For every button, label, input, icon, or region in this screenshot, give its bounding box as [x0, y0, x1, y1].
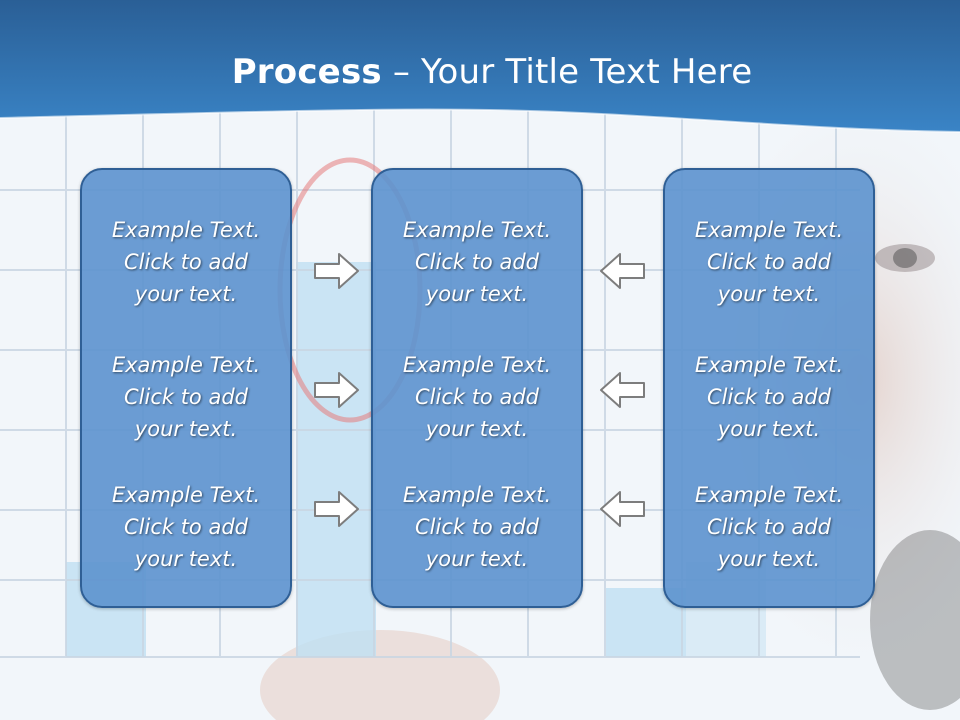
text-line: your text. — [717, 547, 821, 571]
process-box-right[interactable]: Example Text. Click to add your text. Ex… — [663, 168, 875, 608]
text-line: Click to add — [414, 385, 539, 409]
arrow-left-icon[interactable] — [598, 370, 646, 410]
text-block[interactable]: Example Text. Click to add your text. — [82, 349, 290, 445]
text-block[interactable]: Example Text. Click to add your text. — [665, 214, 873, 310]
text-line: your text. — [425, 282, 529, 306]
text-block[interactable]: Example Text. Click to add your text. — [82, 479, 290, 575]
text-line: Example Text. — [111, 218, 261, 242]
text-line: Example Text. — [694, 353, 844, 377]
text-line: Click to add — [414, 515, 539, 539]
text-line: your text. — [425, 547, 529, 571]
text-line: Click to add — [706, 250, 831, 274]
text-line: Example Text. — [111, 353, 261, 377]
text-line: your text. — [425, 417, 529, 441]
text-line: Example Text. — [694, 218, 844, 242]
text-line: Example Text. — [694, 483, 844, 507]
text-block[interactable]: Example Text. Click to add your text. — [665, 349, 873, 445]
text-line: Click to add — [706, 515, 831, 539]
text-block[interactable]: Example Text. Click to add your text. — [373, 214, 581, 310]
process-box-left[interactable]: Example Text. Click to add your text. Ex… — [80, 168, 292, 608]
title-rest: – Your Title Text Here — [381, 52, 753, 92]
text-line: your text. — [134, 282, 238, 306]
text-line: your text. — [717, 417, 821, 441]
text-line: Example Text. — [402, 483, 552, 507]
arrow-left-icon[interactable] — [598, 489, 646, 529]
text-line: Click to add — [706, 385, 831, 409]
title-bold: Process — [231, 52, 382, 92]
text-line: your text. — [717, 282, 821, 306]
text-line: Click to add — [414, 250, 539, 274]
text-line: your text. — [134, 547, 238, 571]
text-block[interactable]: Example Text. Click to add your text. — [373, 479, 581, 575]
text-line: Click to add — [123, 250, 248, 274]
text-line: Example Text. — [402, 353, 552, 377]
text-line: Click to add — [123, 515, 248, 539]
text-line: Click to add — [123, 385, 248, 409]
text-line: Example Text. — [111, 483, 261, 507]
arrow-right-icon[interactable] — [313, 251, 361, 291]
process-box-center[interactable]: Example Text. Click to add your text. Ex… — [371, 168, 583, 608]
arrow-left-icon[interactable] — [598, 251, 646, 291]
arrow-right-icon[interactable] — [313, 370, 361, 410]
slide-title[interactable]: Process – Your Title Text Here — [0, 52, 960, 92]
text-line: your text. — [134, 417, 238, 441]
text-block[interactable]: Example Text. Click to add your text. — [373, 349, 581, 445]
text-block[interactable]: Example Text. Click to add your text. — [82, 214, 290, 310]
text-line: Example Text. — [402, 218, 552, 242]
text-block[interactable]: Example Text. Click to add your text. — [665, 479, 873, 575]
arrow-right-icon[interactable] — [313, 489, 361, 529]
